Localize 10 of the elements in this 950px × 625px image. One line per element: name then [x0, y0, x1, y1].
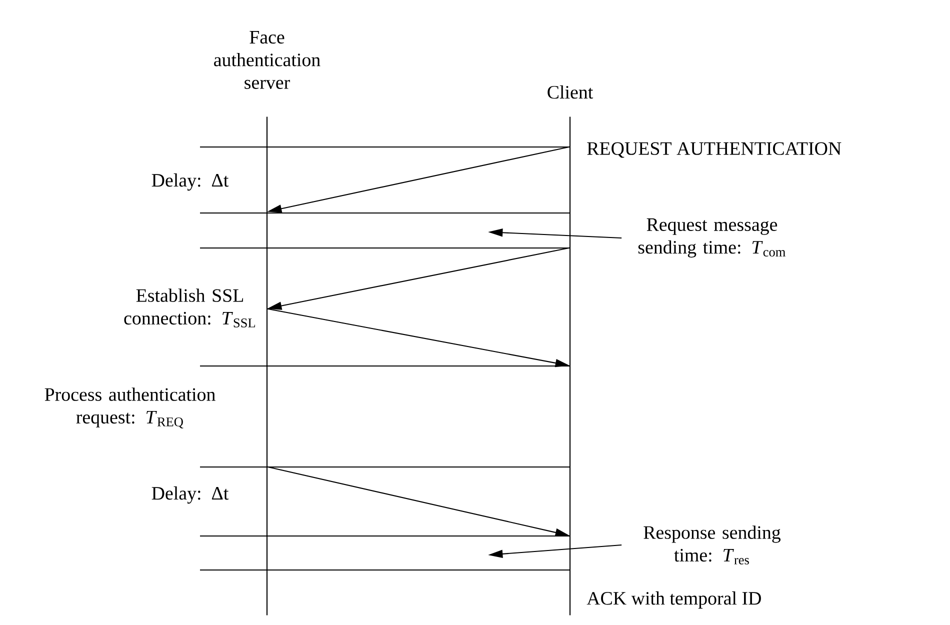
- annotation-text: Request message sending time: T$_{com}$: [638, 218, 786, 258]
- step-label: REQUEST AUTHENTICATION: [587, 142, 842, 158]
- step-label: Process authentication request: T$_{REQ}$: [44, 388, 216, 428]
- lifeline-heading: Face authentication server: [214, 31, 320, 89]
- step-label: Establish SSL connection: T$_{SSL}$: [124, 288, 255, 328]
- lifeline-heading: Client: [548, 85, 594, 99]
- annotation-text: Response sending time: T$_{res}$: [644, 526, 781, 564]
- step-label: Delay: Δt: [152, 486, 229, 504]
- step-label: Delay: Δt: [152, 173, 229, 191]
- step-label: ACK with temporal ID: [586, 591, 761, 609]
